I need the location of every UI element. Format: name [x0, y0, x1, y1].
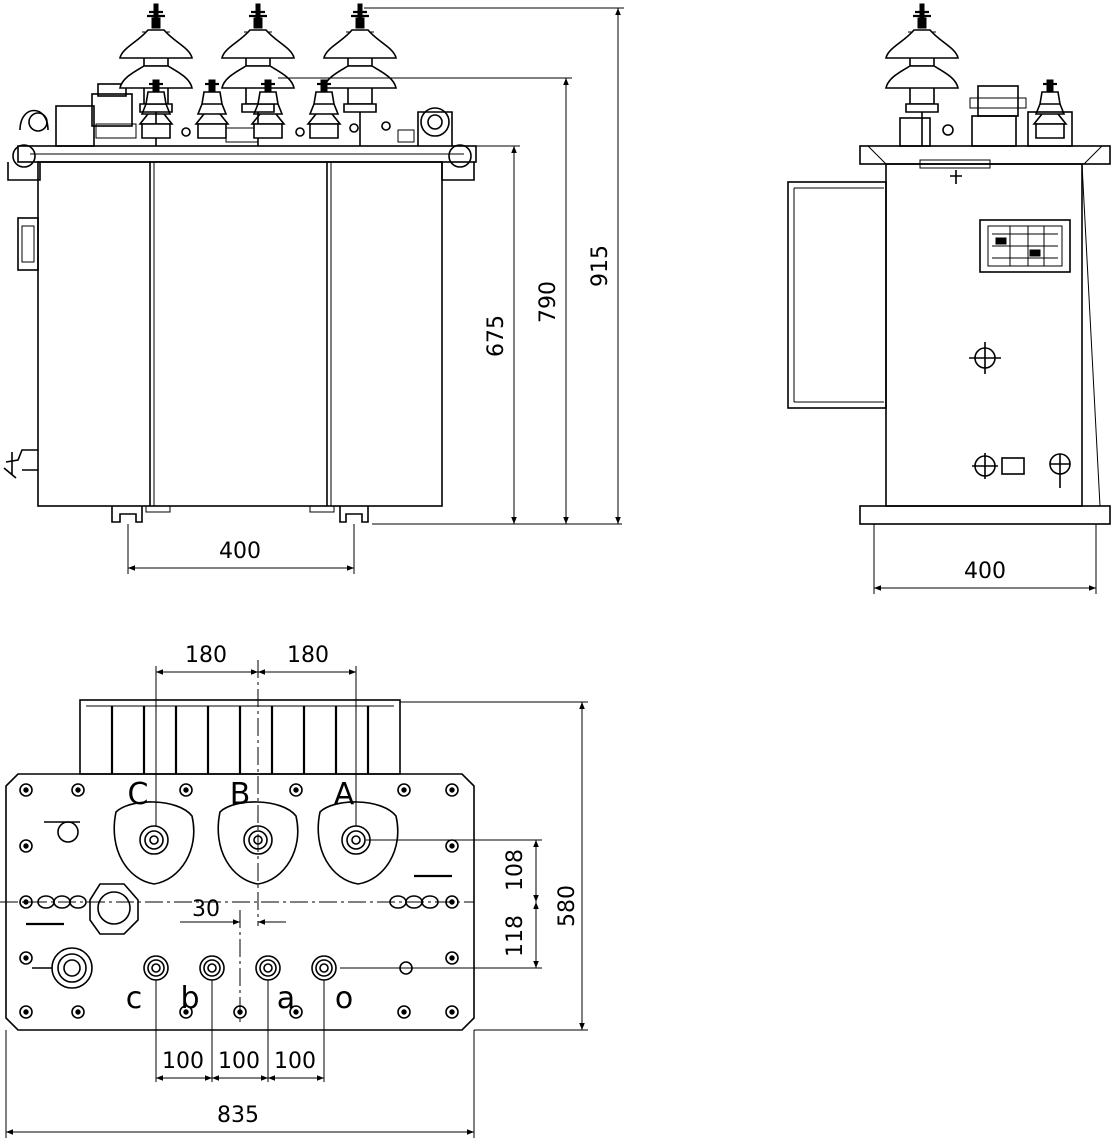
top-view: C B A c b a o: [0, 660, 475, 1031]
dim-side-400: 400: [964, 559, 1006, 584]
dim-790: 790: [536, 281, 561, 323]
front-tank: [37, 161, 443, 507]
lv-label-a: a: [277, 981, 295, 1016]
front-lid: [17, 145, 477, 163]
hv-label-a: A: [334, 777, 355, 812]
dim-180-right: 180: [287, 643, 329, 668]
dim-675: 675: [484, 315, 509, 357]
dim-100-3: 100: [274, 1049, 316, 1074]
dim-835: 835: [217, 1103, 259, 1128]
hv-label-b: B: [230, 777, 251, 812]
dim-580: 580: [555, 885, 580, 927]
lv-label-b: b: [180, 981, 199, 1016]
lv-label-c: c: [126, 981, 143, 1016]
dim-108: 108: [503, 849, 528, 891]
side-tank: [885, 163, 1083, 507]
side-view: [787, 2, 1111, 525]
top-cover: [5, 773, 475, 1031]
nameplate: [979, 219, 1071, 273]
front-view: 675 790 915 400: [3, 2, 624, 574]
dim-180-left: 180: [185, 643, 227, 668]
dim-100-2: 100: [218, 1049, 260, 1074]
hv-terminal-a: [317, 801, 399, 885]
dim-118: 118: [503, 915, 528, 957]
hv-terminal-c: [113, 801, 195, 885]
dim-915: 915: [588, 245, 613, 287]
dim-30: 30: [192, 897, 220, 922]
dim-100-1: 100: [162, 1049, 204, 1074]
hv-label-c: C: [128, 777, 149, 812]
side-radiator: [787, 181, 887, 409]
dim-front-400: 400: [219, 539, 261, 564]
lv-label-o: o: [335, 981, 353, 1016]
